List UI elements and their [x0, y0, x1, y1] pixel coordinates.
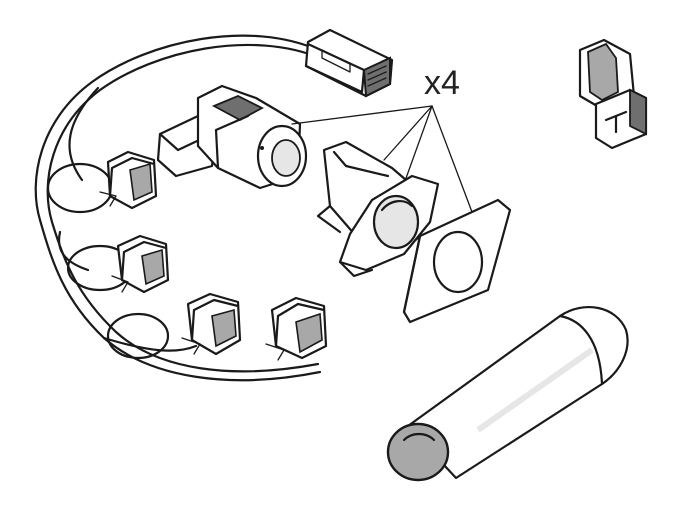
adhesive-gasket	[402, 198, 512, 324]
parking-sensor	[156, 84, 308, 190]
quantity-label: x4	[424, 64, 460, 102]
adhesive-roll	[386, 306, 629, 482]
sensor-holder-bracket	[316, 140, 440, 278]
small-connector-clip	[578, 38, 648, 150]
cable-connector-4	[265, 296, 328, 361]
cable-connector-3	[181, 292, 242, 356]
harness-plug-connector	[304, 28, 394, 98]
leader-lines	[291, 105, 473, 213]
cable-connector-2	[111, 234, 170, 294]
cable-connector-1	[99, 150, 158, 210]
